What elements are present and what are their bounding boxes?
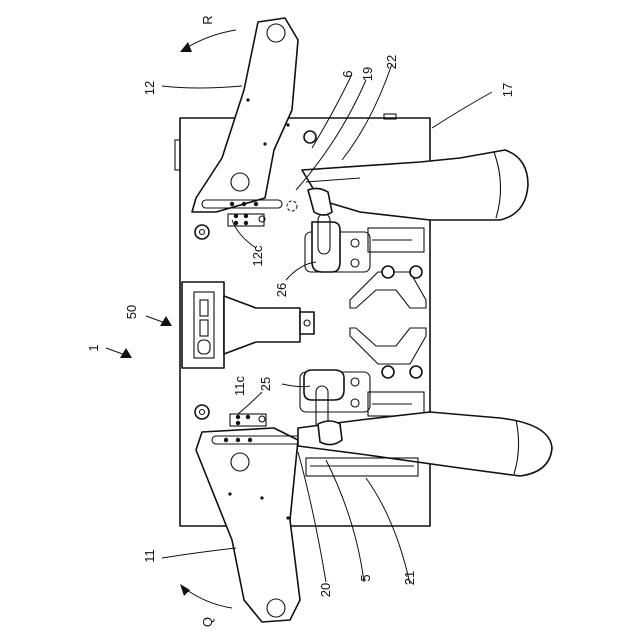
label-25: 25 [258,377,273,391]
hook-26 [312,214,340,272]
label-19: 19 [360,67,375,81]
label-11c: 11c [232,376,247,396]
label-12c: 12c [250,245,265,266]
label-26: 26 [274,283,289,297]
label-q: Q [200,617,215,627]
label-22: 22 [384,55,399,69]
rotation-arrow-q [180,584,232,608]
label-20: 20 [318,583,333,597]
label-r: R [200,15,215,24]
lower-handle [298,412,552,476]
label-21: 21 [402,571,417,585]
label-11: 11 [142,549,157,563]
label-1: 1 [86,344,101,351]
label-50: 50 [124,305,139,319]
label-5: 5 [358,574,373,581]
label-6: 6 [340,70,355,77]
label-arrows [106,316,172,358]
upper-arm [192,18,316,239]
label-12: 12 [142,81,157,95]
central-block [182,282,314,368]
lower-arm [195,405,302,622]
label-17: 17 [500,83,515,97]
upper-handle [302,150,528,220]
rotation-arrow-r [180,30,236,52]
